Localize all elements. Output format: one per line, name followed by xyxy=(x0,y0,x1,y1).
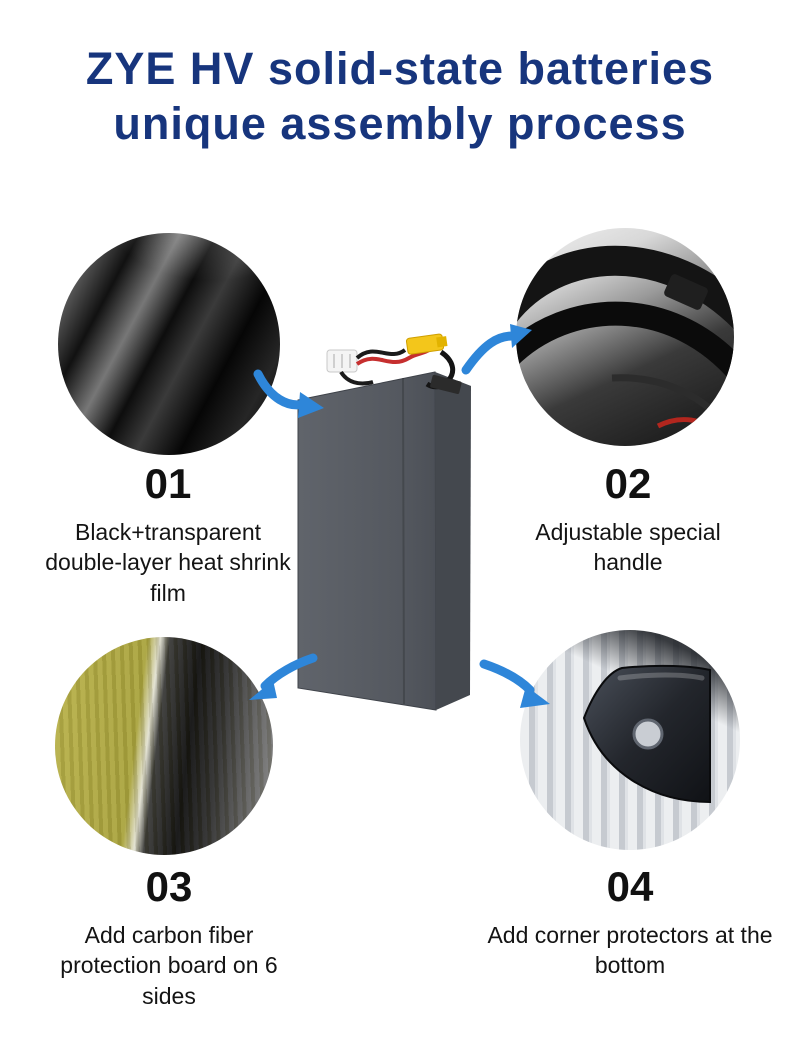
heat-shrink-film-photo xyxy=(58,233,280,455)
arrow-icon-step1 xyxy=(252,368,326,422)
step-number-4: 04 xyxy=(606,863,654,910)
arrow-icon-step4 xyxy=(478,658,552,712)
arrow-icon-step3 xyxy=(247,652,321,706)
step-number-1: 01 xyxy=(144,460,192,507)
carbon-fiber-board-photo xyxy=(55,637,273,855)
corner-protector-illustration-icon xyxy=(582,664,711,804)
adjustable-handle-photo xyxy=(516,228,734,446)
step-caption-3: 03 Add carbon fiber protection board on … xyxy=(38,863,300,1011)
step-number-3: 03 xyxy=(145,863,193,910)
arrow-icon-step2 xyxy=(460,322,534,376)
battery-product-image xyxy=(283,330,488,725)
step-label-4: Add corner protectors at the bottom xyxy=(487,922,773,979)
strap-illustration-icon xyxy=(516,245,734,433)
step-label-3: Add carbon fiber protection board on 6 s… xyxy=(60,922,278,1009)
step-caption-4: 04 Add corner protectors at the bottom xyxy=(482,863,778,981)
step-number-2: 02 xyxy=(604,460,652,507)
title-line-2: unique assembly process xyxy=(113,97,687,149)
page-title: ZYE HV solid-state batteries unique asse… xyxy=(0,42,800,152)
step-caption-2: 02 Adjustable special handle xyxy=(498,460,758,578)
step-caption-1: 01 Black+transparent double-layer heat s… xyxy=(38,460,298,608)
corner-protector-photo xyxy=(520,630,740,850)
step-label-1: Black+transparent double-layer heat shri… xyxy=(45,519,291,606)
step-label-2: Adjustable special handle xyxy=(535,519,721,576)
title-line-1: ZYE HV solid-state batteries xyxy=(85,43,715,94)
